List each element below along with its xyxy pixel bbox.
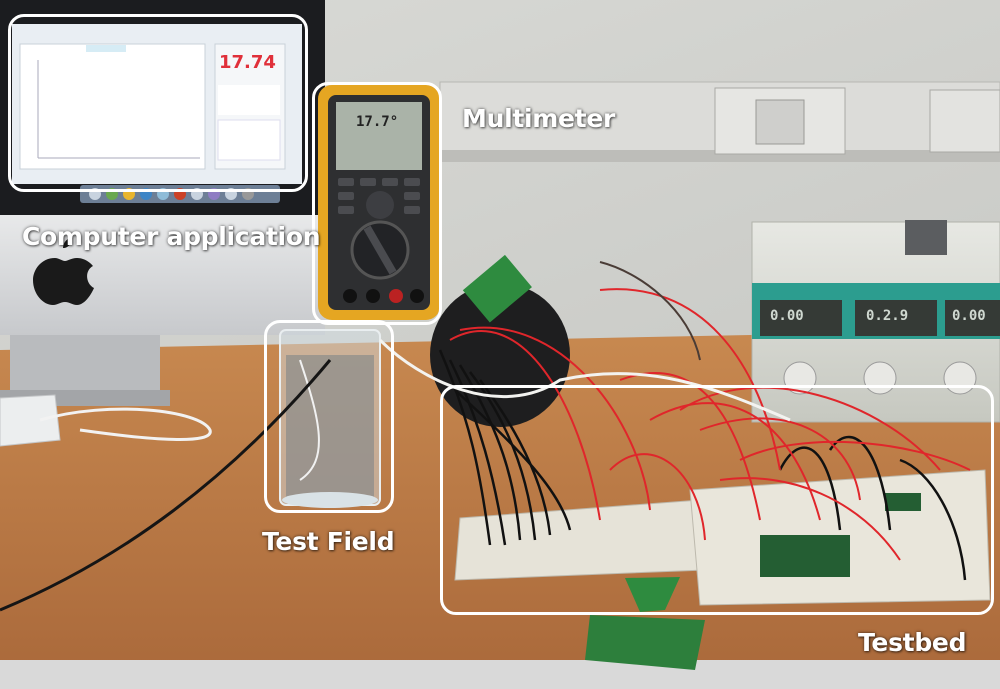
test-field-label: Test Field: [262, 527, 395, 556]
psu-display-left: 0.00: [770, 308, 804, 324]
apple-logo-icon: [33, 237, 94, 305]
multimeter-callout: [312, 82, 442, 325]
testbed-label: Testbed: [858, 628, 967, 657]
computer-application-callout: [8, 14, 308, 192]
screen-reading: 17.74: [219, 52, 276, 73]
psu-display-right: 0.00: [952, 308, 986, 324]
test-field-callout: [264, 320, 394, 513]
computer-application-label: Computer application: [22, 222, 321, 251]
testbed-callout: [440, 385, 994, 615]
multimeter-label: Multimeter: [462, 104, 616, 133]
multimeter-reading: 17.7°: [356, 114, 399, 130]
psu-display-middle: 0.2.9: [866, 308, 909, 324]
